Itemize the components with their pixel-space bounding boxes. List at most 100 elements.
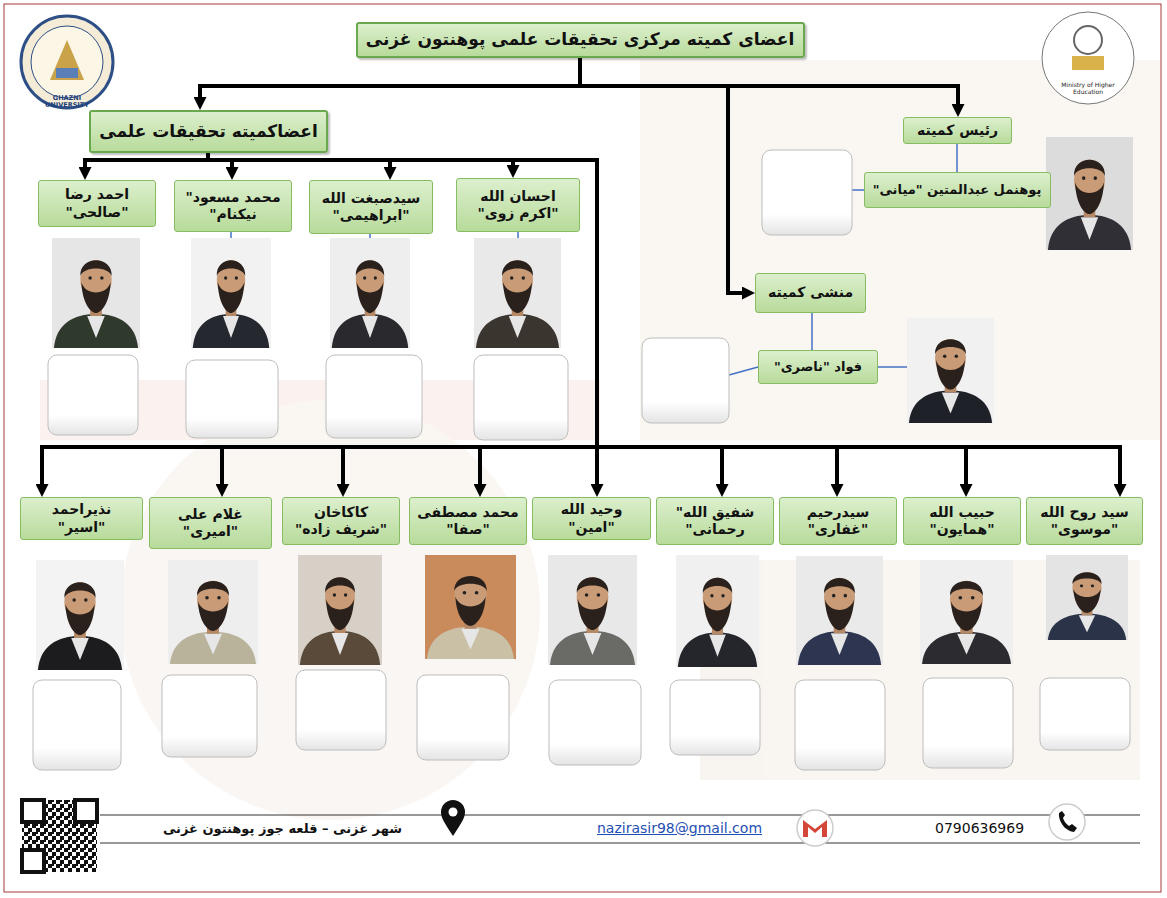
arrow-connector <box>208 153 232 173</box>
node-text: سیدصبغت الله "ابراهیمی" <box>316 190 426 225</box>
portraits <box>36 137 1133 670</box>
name-box: پوهنمل عبدالمتین "میانی" <box>864 172 1051 208</box>
page-border <box>4 4 1161 892</box>
arrow-connector <box>208 153 1120 490</box>
portrait-photo <box>922 581 1011 664</box>
photo-ground <box>1046 137 1133 250</box>
qr-finder <box>22 800 44 822</box>
empty-box <box>923 678 1013 768</box>
name-box: غلام علی "امیری" <box>149 497 272 549</box>
logo-book <box>56 68 78 78</box>
logo-book <box>1072 56 1104 70</box>
portrait-photo <box>332 260 408 348</box>
photo-ground <box>36 560 124 670</box>
phone-text: 0790636969 <box>935 820 1045 836</box>
name-box: فواد "ناصری" <box>758 350 878 384</box>
empty-box <box>474 355 568 440</box>
name-box: حبیب الله "همایون" <box>903 497 1021 545</box>
name-box: کاکاخان "شریف زاده" <box>282 497 400 545</box>
arrow-connector <box>200 58 580 103</box>
arrow-connector <box>42 153 597 490</box>
portrait-photo <box>300 577 380 665</box>
phone-icon <box>1049 804 1085 840</box>
leader-line <box>369 234 371 238</box>
empty-box <box>642 338 729 423</box>
qr-finder <box>22 850 44 872</box>
name-box: احمد رضا "صالحی" <box>38 180 156 227</box>
portrait-photo <box>38 582 122 670</box>
node-text: احمد رضا "صالحی" <box>45 186 149 221</box>
node-text: سید روح الله "موسوی" <box>1033 504 1136 539</box>
empty-box <box>417 675 509 760</box>
empty-box <box>1040 678 1130 750</box>
photo-ground <box>907 318 994 423</box>
empty-box <box>33 680 121 770</box>
node-text: محمد مصطفی "صفا" <box>416 504 520 539</box>
node-text: رئیس کمیته <box>910 122 1005 140</box>
email-text: nazirasir98@gmail.com <box>597 820 797 836</box>
phone-icon <box>1059 811 1077 832</box>
portrait-photo <box>550 577 635 665</box>
logo-emblem <box>1074 26 1102 54</box>
logo-ring <box>1042 12 1134 104</box>
empty-box <box>762 150 852 235</box>
watermark-shape <box>700 560 1140 780</box>
footer <box>22 800 1140 872</box>
portrait-photo <box>54 260 138 348</box>
photo-ground <box>298 555 382 665</box>
location-pin <box>449 808 458 817</box>
photo-ground <box>676 555 759 667</box>
node-text: اعضاکمیته تحقیقات علمی <box>97 121 320 142</box>
empty-box <box>186 360 278 438</box>
leader-line <box>878 366 907 368</box>
logo-text: GHAZNI UNIVERSITY <box>34 95 100 109</box>
ministry-logo <box>1042 12 1134 104</box>
link-line <box>811 313 813 350</box>
name-box: وحید الله "امین" <box>532 497 651 540</box>
portrait-photo <box>1048 572 1126 640</box>
node-text: حبیب الله "همایون" <box>910 504 1014 539</box>
photo-ground <box>796 556 883 665</box>
portrait-photo <box>193 260 269 348</box>
empty-box <box>670 680 760 755</box>
name-box: محمد مسعود" نیکنام" <box>174 180 292 232</box>
empty-box <box>549 680 641 765</box>
empty-box <box>795 680 885 770</box>
watermark-shape <box>120 400 540 820</box>
portrait-photo <box>1048 160 1131 250</box>
arrow-connector <box>208 153 966 490</box>
portrait-photo <box>170 581 256 664</box>
empty-box <box>296 670 386 750</box>
arrow-connector <box>208 153 837 490</box>
logo-text: Ministry of Higher Education <box>1050 82 1126 95</box>
role-box: رئیس کمیته <box>903 117 1012 144</box>
portrait-photo <box>909 339 992 423</box>
node-text: منشی کمیته <box>762 284 859 302</box>
arrow-connector <box>208 153 390 173</box>
portrait-photo <box>798 578 881 665</box>
node-text: نذیراحمد "اسیر" <box>27 501 136 536</box>
watermark-shape <box>640 60 1160 440</box>
node-text: کاکاخان "شریف زاده" <box>289 504 393 539</box>
signature-boxes <box>33 150 1130 770</box>
gmail-icon <box>803 820 827 837</box>
photo-ground <box>474 238 561 348</box>
node-text: اعضای کمیته مرکزی تحقیقات علمی پوهنتون غ… <box>364 29 797 50</box>
name-box: شفیق الله" رحمانی" <box>656 497 774 545</box>
photo-ground <box>548 555 637 665</box>
leader-line <box>230 232 232 238</box>
node-text: پوهنمل عبدالمتین "میانی" <box>871 182 1044 198</box>
empty-box <box>326 355 422 438</box>
node-text: احسان الله "اکرم زوی" <box>463 188 573 223</box>
footer-rule <box>100 815 1140 816</box>
name-box: احسان الله "اکرم زوی" <box>456 178 580 232</box>
portrait-photo <box>476 260 559 348</box>
name-box: سید روح الله "موسوی" <box>1026 497 1143 545</box>
qr-code <box>22 800 97 872</box>
portrait-photo <box>427 576 514 659</box>
arrow-connector <box>85 153 208 173</box>
gmail-icon <box>797 810 833 846</box>
logo-ring <box>31 26 103 98</box>
portrait-photo <box>678 577 757 667</box>
